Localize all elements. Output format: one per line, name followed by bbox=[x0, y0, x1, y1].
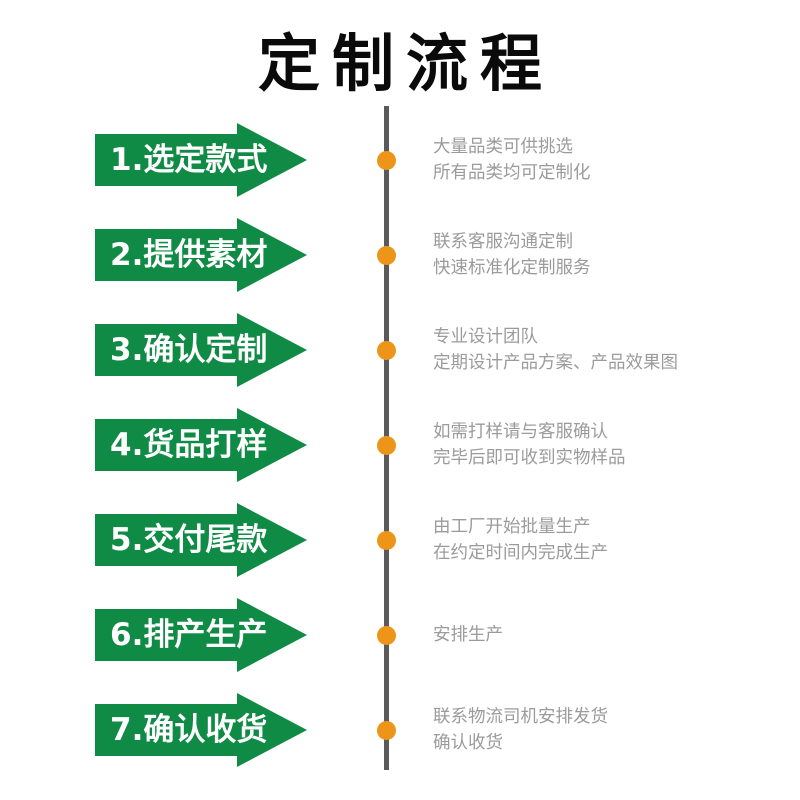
timeline-dot-icon bbox=[377, 246, 396, 265]
step-row: 5.交付尾款 由工厂开始批量生产 在约定时间内完成生产 bbox=[0, 503, 800, 577]
step-arrow-label: 2.提供素材 bbox=[110, 237, 268, 273]
step-arrow-label: 7.确认收货 bbox=[110, 712, 268, 748]
timeline-dot-icon bbox=[377, 721, 396, 740]
step-arrow-label: 6.排产生产 bbox=[110, 617, 268, 653]
step-row: 1.选定款式 大量品类可供挑选 所有品类均可定制化 bbox=[0, 123, 800, 197]
timeline-dot-icon bbox=[377, 531, 396, 550]
timeline-dot-icon bbox=[377, 436, 396, 455]
step-arrow-label: 5.交付尾款 bbox=[110, 522, 268, 558]
step-desc-line1: 大量品类可供挑选 bbox=[433, 137, 573, 157]
step-arrow-label: 3.确认定制 bbox=[110, 332, 268, 368]
step-row: 4.货品打样 如需打样请与客服确认 完毕后即可收到实物样品 bbox=[0, 408, 800, 482]
step-row: 3.确认定制 专业设计团队 定期设计产品方案、产品效果图 bbox=[0, 313, 800, 387]
step-desc-line1: 安排生产 bbox=[433, 625, 503, 645]
step-row: 2.提供素材 联系客服沟通定制 快速标准化定制服务 bbox=[0, 218, 800, 292]
step-desc-line2: 快速标准化定制服务 bbox=[433, 258, 591, 278]
step-desc-line2: 确认收货 bbox=[433, 733, 503, 753]
step-desc-line2: 完毕后即可收到实物样品 bbox=[433, 448, 626, 468]
timeline-dot-icon bbox=[377, 626, 396, 645]
step-desc-line1: 专业设计团队 bbox=[433, 327, 538, 347]
page-title: 定制流程 bbox=[257, 27, 554, 100]
step-desc-line2: 所有品类均可定制化 bbox=[433, 163, 591, 183]
step-desc-line1: 联系物流司机安排发货 bbox=[433, 707, 608, 727]
step-description: 专业设计团队 定期设计产品方案、产品效果图 bbox=[433, 313, 678, 387]
step-desc-line1: 联系客服沟通定制 bbox=[433, 232, 573, 252]
step-description: 联系客服沟通定制 快速标准化定制服务 bbox=[433, 218, 591, 292]
step-row: 7.确认收货 联系物流司机安排发货 确认收货 bbox=[0, 693, 800, 767]
step-desc-line1: 由工厂开始批量生产 bbox=[433, 517, 591, 537]
step-desc-line2: 定期设计产品方案、产品效果图 bbox=[433, 353, 678, 373]
step-arrow-label: 1.选定款式 bbox=[110, 142, 268, 178]
step-desc-line2: 在约定时间内完成生产 bbox=[433, 543, 608, 563]
step-description: 安排生产 bbox=[433, 598, 503, 672]
timeline-dot-icon bbox=[377, 341, 396, 360]
step-description: 由工厂开始批量生产 在约定时间内完成生产 bbox=[433, 503, 608, 577]
timeline-dot-icon bbox=[377, 151, 396, 170]
step-arrow-label: 4.货品打样 bbox=[110, 427, 268, 463]
step-row: 6.排产生产 安排生产 bbox=[0, 598, 800, 672]
step-desc-line1: 如需打样请与客服确认 bbox=[433, 422, 608, 442]
step-description: 大量品类可供挑选 所有品类均可定制化 bbox=[433, 123, 591, 197]
step-description: 联系物流司机安排发货 确认收货 bbox=[433, 693, 608, 767]
step-description: 如需打样请与客服确认 完毕后即可收到实物样品 bbox=[433, 408, 626, 482]
